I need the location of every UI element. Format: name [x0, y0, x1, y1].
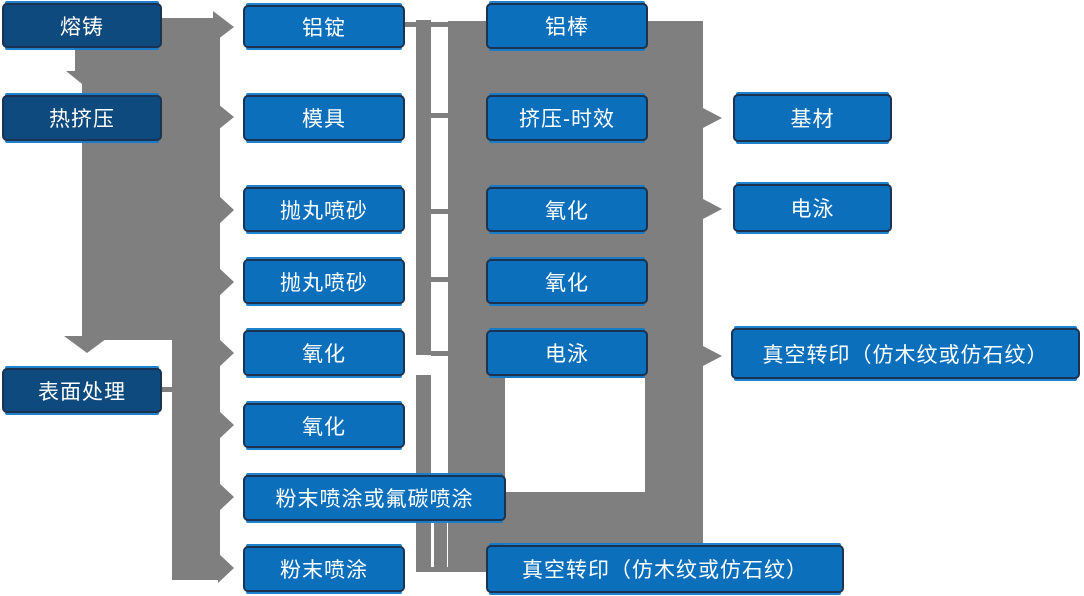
conn-powder-transfer — [428, 567, 450, 572]
node-label: 基材 — [790, 108, 835, 131]
bus-right-bridge — [505, 492, 645, 544]
node-label: 氧化 — [545, 271, 589, 295]
conn-oxidation-top — [431, 209, 448, 214]
node-label: 电泳 — [545, 343, 589, 366]
node-oxidation-4: 氧化 — [486, 259, 648, 304]
bus-left-blob — [82, 38, 220, 340]
node-oxidation-3: 氧化 — [486, 187, 648, 232]
conn-oxidation-mid — [431, 277, 448, 282]
node-label: 熔铸 — [60, 15, 104, 39]
node-powder-coating: 粉末喷涂 — [243, 546, 405, 592]
arrow-to-hot-extrusion — [66, 71, 108, 88]
arrow-to-aluminum-ingot — [213, 11, 234, 43]
arrow-to-substrate — [703, 108, 722, 128]
node-substrate: 基材 — [733, 94, 892, 142]
node-label: 铝锭 — [302, 16, 346, 40]
node-label: 氧化 — [545, 199, 589, 223]
node-surface-treatment: 表面处理 — [2, 368, 162, 413]
node-shot-blasting-1: 抛丸喷砂 — [243, 187, 405, 232]
bus-right-right-band — [645, 378, 703, 544]
bus-mid-bar-upper — [416, 20, 431, 355]
arrow-to-vacuum-transfer — [703, 346, 722, 366]
node-label: 真空转印（仿木纹或仿石纹） — [762, 343, 1049, 367]
conn-ingot-rod — [405, 22, 448, 27]
arrow-to-powder-coating — [218, 553, 234, 583]
arrow-to-surface-treatment — [64, 336, 110, 353]
arrow-to-mold — [213, 100, 234, 134]
node-label: 模具 — [302, 108, 346, 131]
node-shot-blasting-2: 抛丸喷砂 — [243, 259, 405, 304]
node-oxidation-1: 氧化 — [243, 330, 405, 376]
node-powder-or-fluorocarbon: 粉末喷涂或氟碳喷涂 — [243, 475, 506, 521]
bus-mid-bar-lower — [416, 375, 431, 572]
node-mold: 模具 — [243, 95, 405, 141]
node-aluminum-ingot: 铝锭 — [243, 5, 405, 48]
arrow-to-electrophoresis — [703, 199, 722, 219]
node-label: 挤压-时效 — [519, 108, 615, 131]
node-label: 铝棒 — [545, 16, 589, 39]
node-vacuum-transfer-right: 真空转印（仿木纹或仿石纹） — [731, 328, 1080, 379]
arrow-to-oxidation-1 — [218, 338, 234, 368]
arrow-to-shot-blasting-1 — [218, 195, 234, 225]
bus-left-lower-band — [172, 340, 220, 580]
conn-mold-extrusion — [431, 113, 451, 118]
arrow-to-shot-blasting-2 — [218, 267, 234, 297]
node-label: 真空转印（仿木纹或仿石纹） — [522, 559, 808, 582]
node-electrophoresis-2: 电泳 — [733, 184, 892, 232]
node-label: 表面处理 — [38, 380, 126, 404]
node-label: 氧化 — [302, 343, 346, 366]
node-vacuum-transfer-bottom: 真空转印（仿木纹或仿石纹） — [486, 545, 844, 593]
node-label: 电泳 — [790, 198, 835, 221]
conn-electrophoresis — [431, 351, 448, 356]
node-oxidation-2: 氧化 — [243, 403, 405, 448]
node-melting-casting: 熔铸 — [2, 3, 162, 48]
node-label: 抛丸喷砂 — [280, 271, 368, 295]
arrow-to-powder-fluorocarbon — [218, 482, 234, 512]
node-extrusion-aging: 挤压-时效 — [486, 95, 648, 141]
node-electrophoresis-1: 电泳 — [486, 330, 648, 376]
arrow-to-oxidation-2 — [218, 410, 234, 440]
node-label: 抛丸喷砂 — [280, 199, 368, 223]
node-label: 粉末喷涂或氟碳喷涂 — [275, 488, 474, 511]
node-label: 热挤压 — [49, 108, 115, 131]
conn-surface-treatment — [160, 387, 173, 392]
node-label: 粉末喷涂 — [280, 559, 368, 582]
node-hot-extrusion: 热挤压 — [2, 95, 162, 141]
node-label: 氧化 — [302, 415, 346, 439]
bus-mid-stub — [434, 523, 447, 570]
node-aluminum-rod: 铝棒 — [486, 3, 648, 49]
